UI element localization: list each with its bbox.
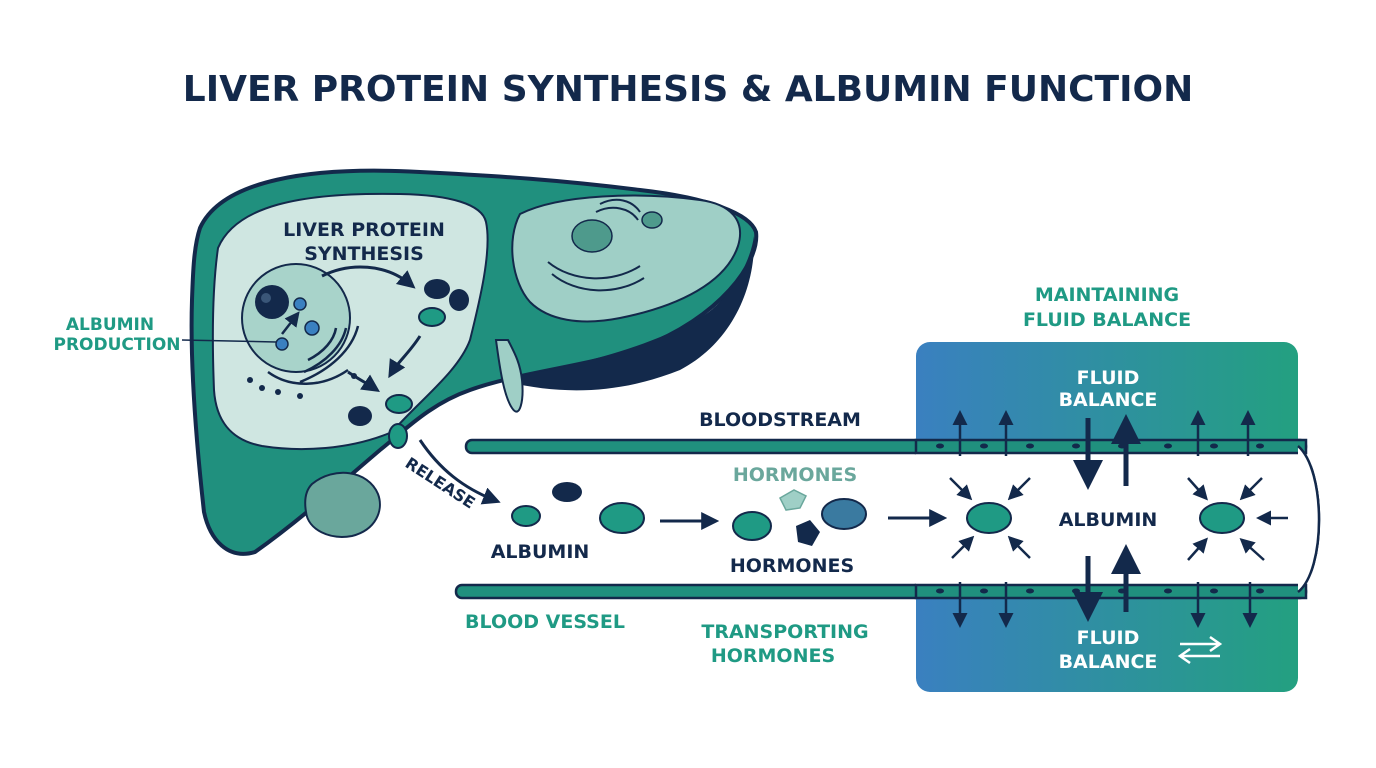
- albumin-liver-6: [388, 423, 408, 449]
- label-albumin-center: ALBUMIN: [1059, 509, 1158, 531]
- label-albumin-vessel: ALBUMIN: [491, 541, 590, 563]
- albumin-liver-1: [424, 279, 450, 299]
- albumin-vessel-2: [552, 482, 582, 502]
- vessel-molecules: [511, 482, 948, 546]
- production-leader-line: [181, 339, 277, 343]
- arrow-in-se-left: [1007, 535, 1031, 559]
- pore-bottom-8: [1256, 588, 1264, 594]
- arrow-synthesis: [321, 265, 416, 289]
- pore-bottom-3: [1026, 588, 1034, 594]
- albumin-liver-3: [418, 307, 446, 327]
- albumin-vessel-3: [599, 502, 645, 534]
- albumin-vessel-4: [732, 511, 772, 541]
- label-hormones-bottom: HORMONES: [730, 555, 854, 577]
- albumin-panel-right: [1199, 502, 1245, 534]
- label-fluid-bottom-2: BALANCE: [1059, 651, 1158, 673]
- label-transporting-1: TRANSPORTING: [701, 621, 868, 643]
- albumin-vessel-5: [821, 498, 867, 530]
- label-bloodstream: BLOODSTREAM: [699, 409, 861, 431]
- page-title: LIVER PROTEIN SYNTHESIS & ALBUMIN FUNCTI…: [183, 69, 1193, 110]
- label-hormones-top: HORMONES: [733, 464, 857, 486]
- arrow-to-release-1: [388, 335, 422, 379]
- pore-top-6: [1164, 443, 1172, 449]
- cell-golgi-right: [595, 198, 641, 221]
- arrow-in-nw-left: [949, 477, 973, 501]
- label-production-1: ALBUMIN: [66, 315, 154, 335]
- arrow-in-se-right: [1239, 537, 1265, 561]
- albumin-liver-4: [348, 406, 372, 426]
- label-synthesis-2: SYNTHESIS: [304, 243, 424, 265]
- cell-er-right: [547, 261, 645, 292]
- pore-bottom-1: [936, 588, 944, 594]
- pore-top-7: [1210, 443, 1218, 449]
- cell-vesicle-right: [641, 211, 663, 229]
- albumin-oncotic-left: [949, 477, 1031, 559]
- cell-nucleus-right: [571, 219, 613, 253]
- albumin-liver-2: [449, 289, 469, 311]
- label-fluid-bottom-1: FLUID: [1077, 627, 1140, 649]
- liver: [189, 168, 759, 556]
- pore-bottom-7: [1210, 588, 1218, 594]
- arrow-release: [418, 439, 501, 505]
- albumin-oncotic-right: [1187, 477, 1288, 561]
- ribosome-2: [304, 320, 320, 336]
- pore-bottom-6: [1164, 588, 1172, 594]
- label-transporting-2: HORMONES: [711, 645, 835, 667]
- right-lobe-interior: [511, 194, 741, 323]
- vessel-bottom-wall-panel: [914, 583, 1308, 600]
- pore-bottom-4: [1072, 588, 1080, 594]
- fluid-flow-arrows: [952, 410, 1258, 628]
- label-maintaining-2: FLUID BALANCE: [1023, 309, 1191, 331]
- arrow-in-sw-right: [1187, 537, 1208, 561]
- label-release: RELEASE: [402, 453, 479, 512]
- vesicle-b: [259, 385, 265, 391]
- label-fluid-top-1: FLUID: [1077, 367, 1140, 389]
- arrow-in-sw-left: [951, 535, 975, 559]
- label-maintaining-1: MAINTAINING: [1035, 284, 1179, 306]
- ribosome-3: [275, 337, 289, 351]
- liver-shadow: [500, 236, 755, 391]
- albumin-panel-left: [966, 502, 1012, 534]
- albumin-liver-5: [385, 394, 413, 414]
- arrow-in-ne-left: [1007, 477, 1031, 501]
- pore-top-1: [936, 443, 944, 449]
- label-blood-vessel: BLOOD VESSEL: [465, 611, 625, 633]
- arrow-in-ne-right: [1239, 477, 1263, 501]
- vessel-opening-panel: [1297, 445, 1321, 593]
- vesicle-a: [247, 377, 253, 383]
- hepatocyte: [241, 263, 360, 399]
- label-production-2: PRODUCTION: [54, 335, 181, 355]
- vesicle-c: [275, 389, 281, 395]
- liver-ligament: [494, 339, 524, 413]
- arrow-to-release-2: [347, 370, 380, 392]
- nucleolus: [261, 293, 271, 303]
- pore-top-8: [1256, 443, 1264, 449]
- hormone-1: [779, 489, 808, 511]
- pore-top-4: [1072, 443, 1080, 449]
- arrow-inside-cell: [281, 311, 300, 335]
- pore-top-3: [1026, 443, 1034, 449]
- golgi-apparatus: [267, 325, 360, 385]
- albumin-vessel-1: [511, 505, 541, 527]
- exchange-arrows-icon: [1177, 635, 1223, 665]
- label-fluid-top-2: BALANCE: [1059, 389, 1158, 411]
- pore-top-2: [980, 443, 988, 449]
- gallbladder: [304, 471, 381, 538]
- vesicle-d: [297, 393, 303, 399]
- hormone-2: [796, 520, 820, 546]
- ribosome-1: [293, 297, 307, 311]
- label-synthesis-1: LIVER PROTEIN: [283, 219, 445, 241]
- nucleus: [255, 285, 289, 319]
- pore-bottom-2: [980, 588, 988, 594]
- liver-albumin-molecules: [348, 279, 469, 449]
- arrow-in-nw-right: [1187, 477, 1208, 501]
